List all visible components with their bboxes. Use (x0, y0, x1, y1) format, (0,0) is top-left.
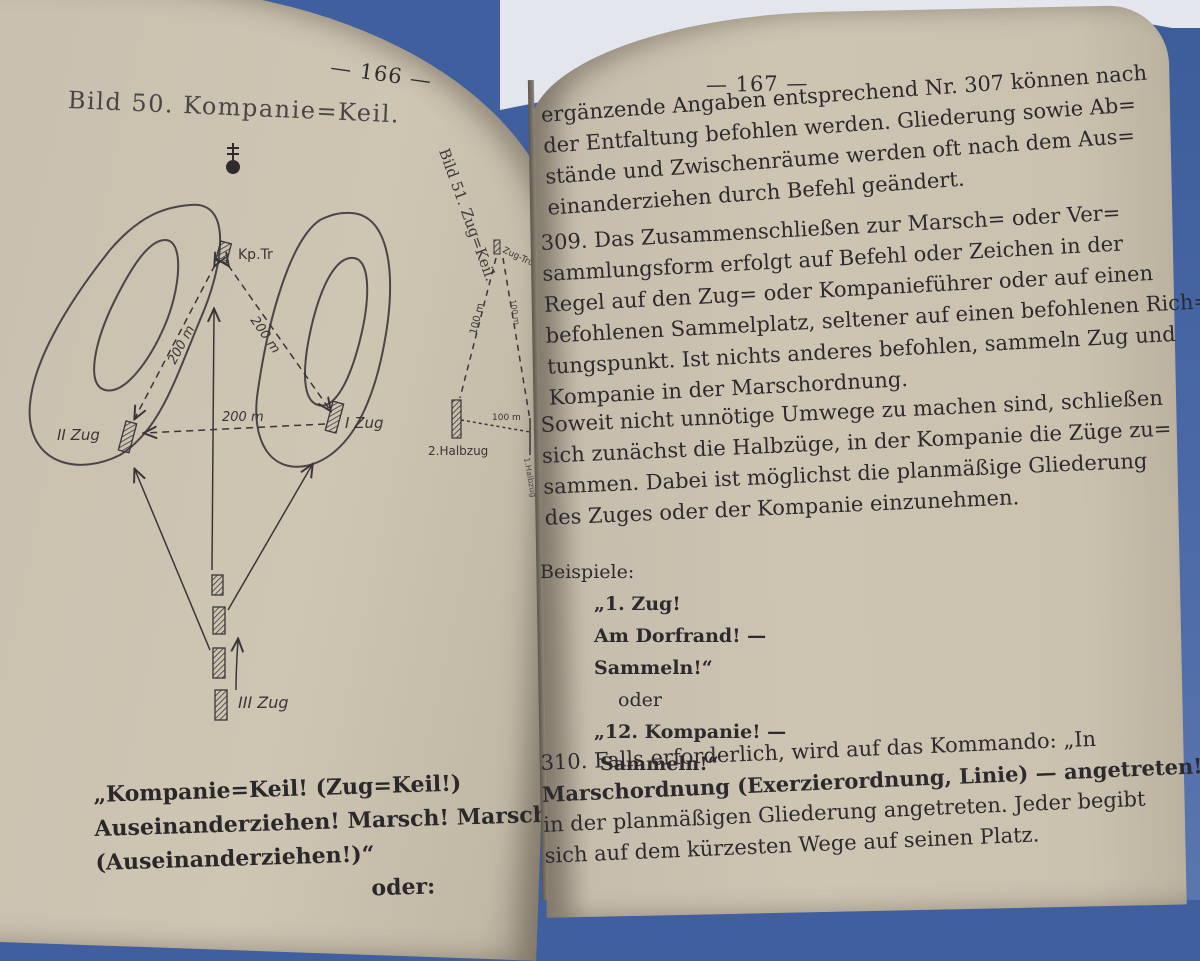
svg-text:Kp.Tr: Kp.Tr (238, 247, 273, 263)
svg-text:II Zug: II Zug (57, 426, 100, 444)
examples-heading: Beispiele: (540, 561, 635, 583)
svg-text:200 m: 200 m (222, 410, 264, 425)
svg-text:100 m: 100 m (508, 299, 521, 326)
figure-50-diagram: Kp.Tr II Zug I Zug 200 m 200 m 200 m III… (28, 143, 546, 721)
paragraph-309-continued: Soweit nicht unnötige Umwege zu machen s… (540, 384, 1172, 534)
platoon-1-marker (324, 400, 345, 434)
svg-text:2.Halbzug: 2.Halbzug (428, 444, 488, 458)
platoon-3-column (211, 574, 228, 721)
svg-text:III Zug: III Zug (238, 693, 289, 712)
example-line: Sammeln!“ (594, 657, 713, 679)
example-line: Sammeln!“ (600, 753, 719, 775)
example-line: „1. Zug! (594, 593, 681, 615)
company-troop-marker (214, 240, 233, 265)
example-line: Am Dorfrand! — (594, 625, 767, 647)
paragraph-309: 309. Das Zusammenschließen zur Marsch= o… (540, 197, 1200, 414)
svg-text:I Zug: I Zug (345, 414, 384, 432)
svg-text:100 m: 100 m (468, 302, 486, 336)
left-page-command-block: „Kompanie=Keil! (Zug=Keil!) Auseinanderz… (93, 763, 561, 914)
svg-text:100 m: 100 m (492, 413, 521, 423)
svg-text:200 m: 200 m (165, 323, 198, 367)
platoon-2-marker (117, 420, 138, 454)
figure-51-diagram: Zug-Trupp 100 m 100 m 100 m 2.Halbzug 1.… (428, 239, 546, 498)
north-marker-icon (226, 143, 240, 174)
paragraph-310: 310. Falls erforderlich, wird auf das Ko… (540, 722, 1200, 872)
example-line: oder (618, 689, 662, 711)
example-line: „12. Kompanie! — (594, 721, 787, 743)
examples-block: Beispiele: „1. Zug! Am Dorfrand! — Samme… (540, 556, 1140, 780)
